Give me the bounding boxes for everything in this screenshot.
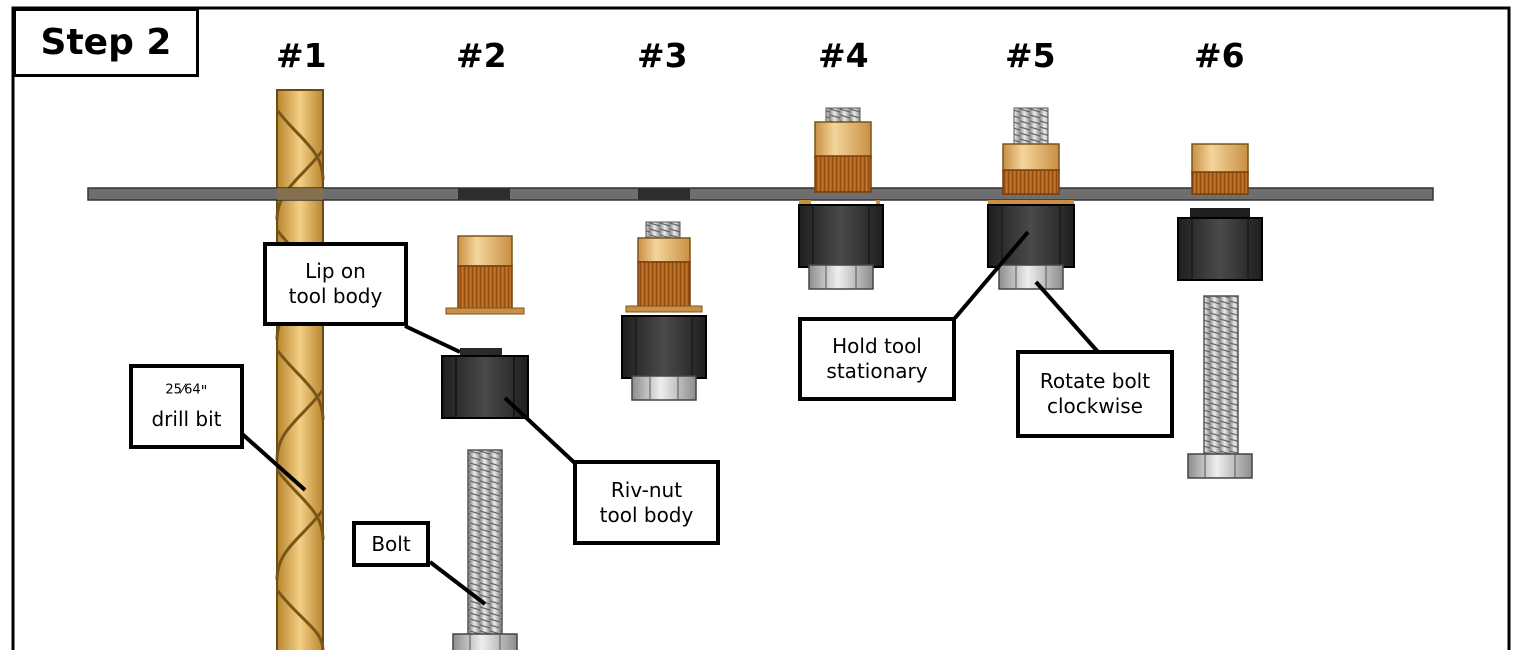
callout-rivnut-tool-body: Riv-nut tool body <box>573 460 720 545</box>
drill-bit-text: drill bit <box>151 406 222 431</box>
position-1-label: #1 <box>276 36 327 75</box>
leader-lines <box>238 230 1100 606</box>
sheet-panel <box>87 187 1434 201</box>
callout-lip-on-tool-body: Lip on tool body <box>263 242 408 326</box>
position-6-label: #6 <box>1194 36 1245 75</box>
step-title: Step 2 <box>14 9 199 77</box>
assembly-6 <box>1177 143 1263 479</box>
assembly-4 <box>798 107 884 290</box>
drilled-hole-3 <box>638 188 690 200</box>
position-5-label: #5 <box>1005 36 1056 75</box>
assembly-3 <box>621 221 707 401</box>
drill-bit <box>275 89 325 650</box>
position-2-label: #2 <box>456 36 507 75</box>
assembly-5 <box>987 107 1075 290</box>
drilled-hole-2 <box>458 188 510 200</box>
drill-size: 25⁄64" <box>165 382 207 407</box>
bolt-2 <box>452 449 518 650</box>
drill-size-fraction: 25⁄64 <box>165 381 201 397</box>
position-4-label: #4 <box>818 36 869 75</box>
drill-size-inch-mark: " <box>200 381 208 400</box>
callout-hold-tool-stationary: Hold tool stationary <box>798 317 956 401</box>
position-3-label: #3 <box>637 36 688 75</box>
callout-bolt: Bolt <box>352 521 430 567</box>
rivnut-2 <box>445 235 525 315</box>
callout-drill-bit: 25⁄64" drill bit <box>129 364 244 449</box>
outer-frame <box>11 6 1511 650</box>
callout-rotate-bolt-clockwise: Rotate bolt clockwise <box>1016 350 1174 438</box>
